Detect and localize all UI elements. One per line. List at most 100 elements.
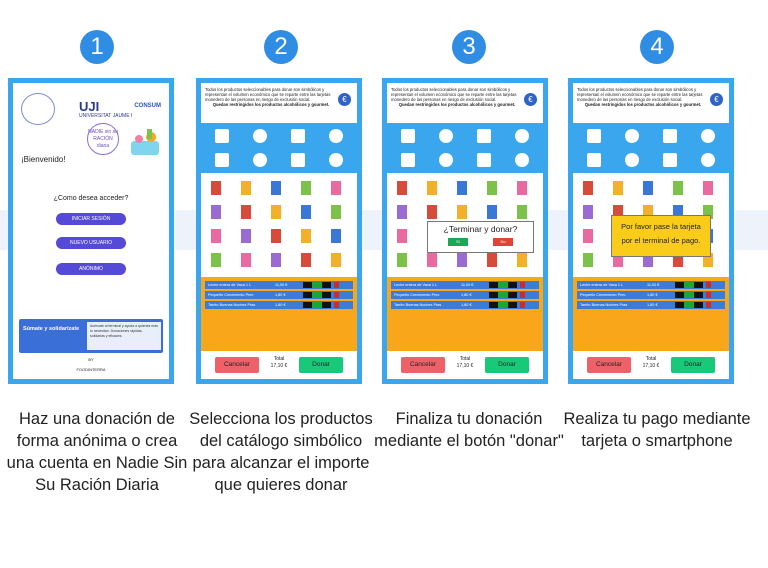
product-thumbnail[interactable] [583, 205, 593, 219]
product-thumbnail[interactable] [643, 205, 653, 219]
quantity-stepper[interactable] [675, 302, 703, 308]
product-thumbnail[interactable] [301, 181, 311, 195]
jar-icon[interactable] [587, 153, 601, 167]
stroller-icon[interactable] [625, 153, 639, 167]
drumstick-icon[interactable] [663, 129, 677, 143]
product-thumbnail[interactable] [241, 253, 251, 267]
product-thumbnail[interactable] [211, 205, 221, 219]
product-thumbnail[interactable] [457, 253, 467, 267]
plus-icon[interactable] [312, 302, 322, 308]
quantity-stepper[interactable] [489, 282, 517, 288]
product-thumbnail[interactable] [613, 253, 623, 267]
quantity-stepper[interactable] [303, 302, 331, 308]
product-thumbnail[interactable] [331, 181, 341, 195]
quantity-stepper[interactable] [675, 282, 703, 288]
product-thumbnail[interactable] [301, 205, 311, 219]
quantity-stepper[interactable] [303, 292, 331, 298]
product-thumbnail[interactable] [301, 229, 311, 243]
drumstick-icon[interactable] [291, 129, 305, 143]
plus-icon[interactable] [684, 302, 694, 308]
stroller-icon[interactable] [253, 153, 267, 167]
product-thumbnail[interactable] [211, 229, 221, 243]
product-thumbnail[interactable] [427, 181, 437, 195]
bowl-icon[interactable] [515, 153, 529, 167]
product-thumbnail[interactable] [271, 205, 281, 219]
drumstick-icon[interactable] [477, 129, 491, 143]
product-thumbnail[interactable] [673, 181, 683, 195]
product-thumbnail[interactable] [487, 181, 497, 195]
donate-button[interactable]: Donar [485, 357, 529, 373]
product-thumbnail[interactable] [397, 205, 407, 219]
bowl-icon[interactable] [701, 153, 715, 167]
bread-icon[interactable] [701, 129, 715, 143]
quantity-stepper[interactable] [489, 302, 517, 308]
product-thumbnail[interactable] [241, 205, 251, 219]
trash-icon[interactable] [706, 282, 711, 288]
product-thumbnail[interactable] [583, 253, 593, 267]
plus-icon[interactable] [684, 282, 694, 288]
brush-icon[interactable] [291, 153, 305, 167]
quantity-stepper[interactable] [675, 292, 703, 298]
product-thumbnail[interactable] [331, 253, 341, 267]
product-thumbnail[interactable] [517, 253, 527, 267]
product-thumbnail[interactable] [427, 205, 437, 219]
brush-icon[interactable] [663, 153, 677, 167]
wheat-icon[interactable] [253, 129, 267, 143]
bowl-icon[interactable] [329, 153, 343, 167]
wheat-icon[interactable] [439, 129, 453, 143]
product-thumbnail[interactable] [613, 205, 623, 219]
product-thumbnail[interactable] [331, 205, 341, 219]
stroller-icon[interactable] [439, 153, 453, 167]
trash-icon[interactable] [520, 302, 525, 308]
quantity-stepper[interactable] [489, 292, 517, 298]
product-thumbnail[interactable] [271, 181, 281, 195]
login-button[interactable]: INICIAR SESIÓN [56, 213, 126, 225]
plus-icon[interactable] [498, 292, 508, 298]
product-thumbnail[interactable] [271, 229, 281, 243]
product-thumbnail[interactable] [703, 181, 713, 195]
product-thumbnail[interactable] [271, 253, 281, 267]
anonymous-button[interactable]: ANÓNIMO [56, 263, 126, 275]
bottle-icon[interactable] [215, 129, 229, 143]
product-thumbnail[interactable] [487, 205, 497, 219]
trash-icon[interactable] [334, 292, 339, 298]
trash-icon[interactable] [334, 282, 339, 288]
cancel-button[interactable]: Cancelar [401, 357, 445, 373]
product-thumbnail[interactable] [583, 181, 593, 195]
product-thumbnail[interactable] [643, 253, 653, 267]
cancel-button[interactable]: Cancelar [215, 357, 259, 373]
product-thumbnail[interactable] [703, 205, 713, 219]
trash-icon[interactable] [520, 292, 525, 298]
confirm-yes-button[interactable]: Sí [448, 238, 468, 246]
trash-icon[interactable] [706, 292, 711, 298]
product-thumbnail[interactable] [427, 253, 437, 267]
product-thumbnail[interactable] [331, 229, 341, 243]
product-thumbnail[interactable] [673, 253, 683, 267]
product-thumbnail[interactable] [397, 253, 407, 267]
trash-icon[interactable] [334, 302, 339, 308]
bottle-icon[interactable] [587, 129, 601, 143]
product-thumbnail[interactable] [211, 253, 221, 267]
donate-button[interactable]: Donar [299, 357, 343, 373]
product-thumbnail[interactable] [583, 229, 593, 243]
product-thumbnail[interactable] [517, 205, 527, 219]
plus-icon[interactable] [684, 292, 694, 298]
plus-icon[interactable] [498, 282, 508, 288]
product-thumbnail[interactable] [211, 181, 221, 195]
product-thumbnail[interactable] [457, 205, 467, 219]
product-thumbnail[interactable] [487, 253, 497, 267]
product-thumbnail[interactable] [613, 181, 623, 195]
bread-icon[interactable] [329, 129, 343, 143]
product-thumbnail[interactable] [673, 205, 683, 219]
product-thumbnail[interactable] [241, 229, 251, 243]
product-thumbnail[interactable] [397, 229, 407, 243]
jar-icon[interactable] [401, 153, 415, 167]
brush-icon[interactable] [477, 153, 491, 167]
product-thumbnail[interactable] [703, 253, 713, 267]
bread-icon[interactable] [515, 129, 529, 143]
plus-icon[interactable] [498, 302, 508, 308]
product-thumbnail[interactable] [301, 253, 311, 267]
plus-icon[interactable] [312, 292, 322, 298]
wheat-icon[interactable] [625, 129, 639, 143]
cancel-button[interactable]: Cancelar [587, 357, 631, 373]
